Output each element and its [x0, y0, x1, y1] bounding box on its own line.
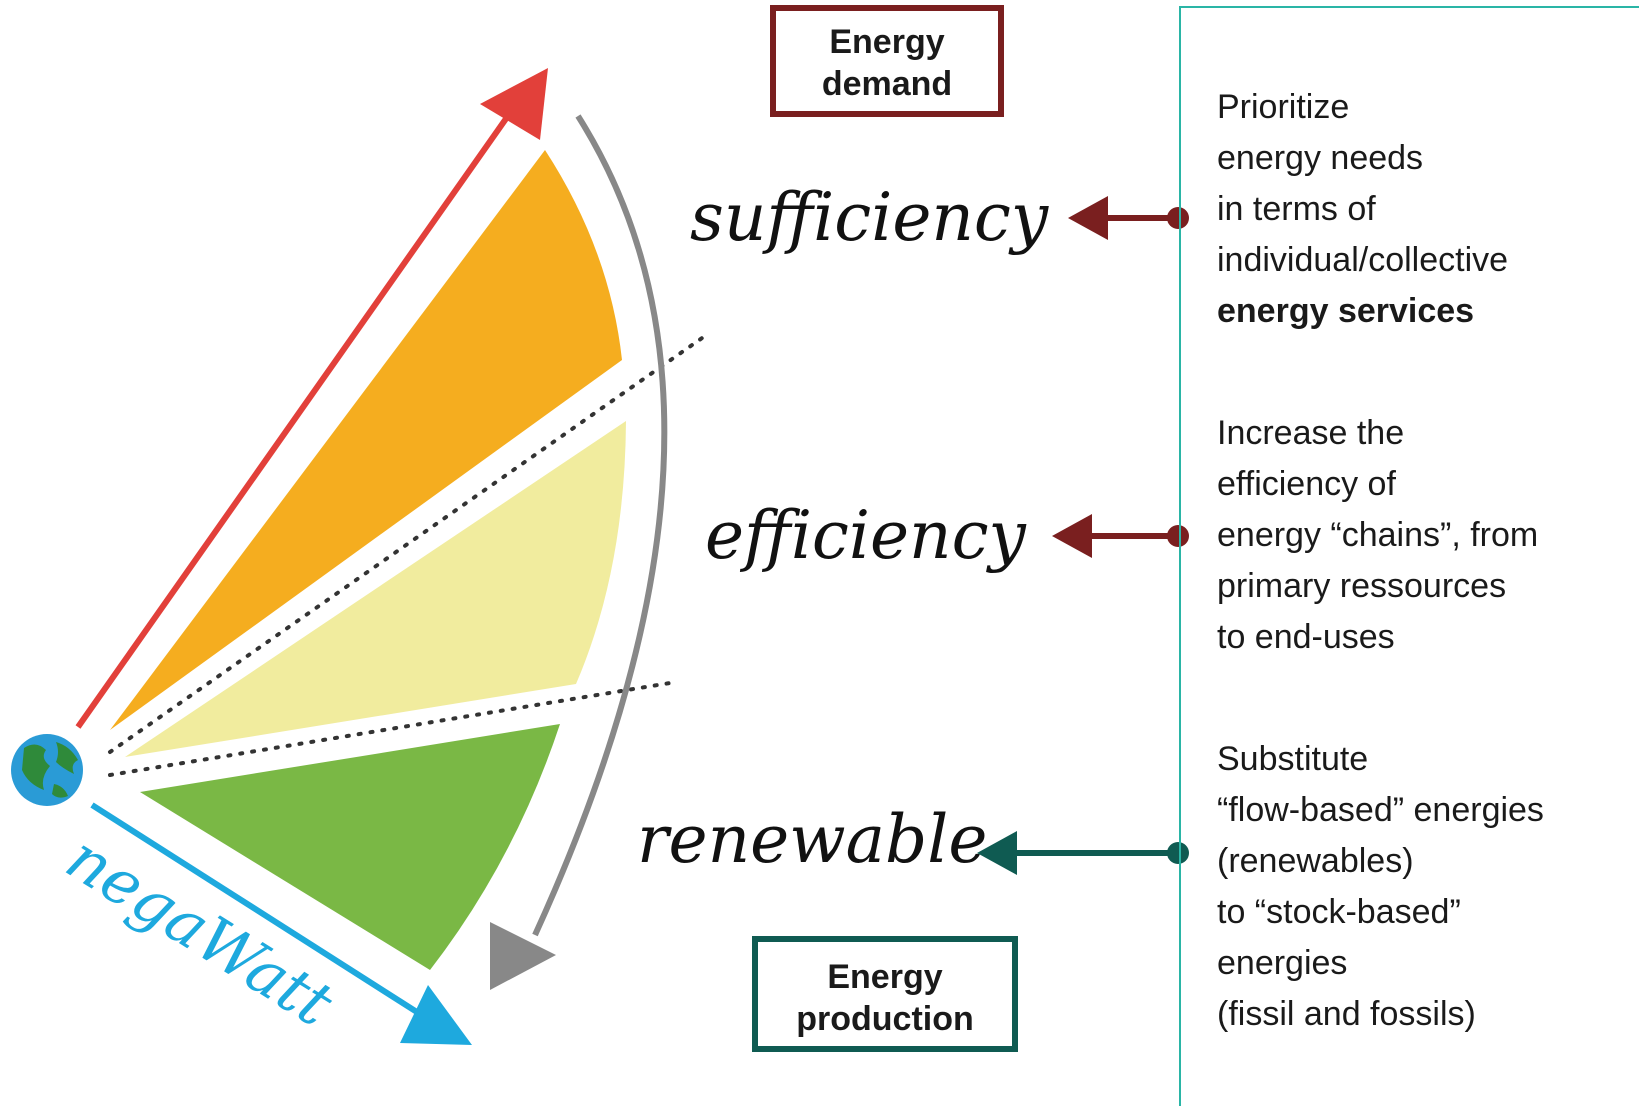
renewable-wedge: [140, 724, 560, 970]
sweep-arrow: [532, 114, 668, 937]
demand-arrowhead: [480, 68, 548, 140]
desc-line: Increase the: [1217, 414, 1405, 452]
energy-demand-box: Energy demand: [770, 5, 1004, 117]
label-renewable: renewable: [637, 801, 987, 878]
negawatt-arrow: [90, 802, 422, 1017]
connector-renewable: [977, 831, 1189, 875]
energy-production-line-1: Energy: [827, 958, 943, 996]
efficiency-description: Increase the efficiency of energy “chain…: [1217, 408, 1538, 663]
desc-line: “flow-based” energies: [1217, 791, 1544, 829]
separator-dotted-lower: [108, 681, 672, 777]
desc-line: energies: [1217, 944, 1348, 982]
demand-arrow: [75, 111, 513, 729]
sufficiency-wedge: [110, 150, 622, 730]
renewable-description: Substitute “flow-based” energies (renewa…: [1217, 734, 1544, 1040]
desc-line-bold: energy services: [1217, 292, 1475, 330]
connector-efficiency: [1052, 514, 1189, 558]
desc-line: to end-uses: [1217, 618, 1395, 656]
sweep-arrowhead: [490, 922, 556, 990]
label-sufficiency: sufficiency: [690, 179, 1049, 256]
desc-line: in terms of: [1217, 190, 1376, 228]
desc-line: primary ressources: [1217, 567, 1507, 605]
energy-production-line-2: production: [796, 1000, 974, 1038]
energy-demand-line-2: demand: [821, 65, 953, 103]
desc-line: efficiency of: [1217, 465, 1396, 503]
desc-line: (fissil and fossils): [1217, 995, 1476, 1033]
sufficiency-description: Prioritize energy needs in terms of indi…: [1217, 82, 1508, 337]
globe-icon: [11, 734, 83, 806]
negawatt-arrowhead: [400, 985, 472, 1045]
description-panel: [1179, 6, 1639, 1106]
desc-line: energy needs: [1217, 139, 1424, 177]
label-efficiency: efficiency: [705, 497, 1027, 574]
connector-sufficiency: [1068, 196, 1189, 240]
energy-production-box: Energy production: [752, 936, 1018, 1052]
desc-line: (renewables): [1217, 842, 1414, 880]
desc-line: energy “chains”, from: [1217, 516, 1539, 554]
energy-demand-line-1: Energy: [829, 23, 945, 61]
desc-line: to “stock-based”: [1217, 893, 1461, 931]
efficiency-wedge: [125, 421, 626, 757]
separator-dotted-upper: [108, 334, 707, 754]
desc-line: Substitute: [1217, 740, 1369, 778]
desc-line: Prioritize: [1217, 88, 1350, 126]
desc-line: individual/collective: [1217, 241, 1509, 279]
